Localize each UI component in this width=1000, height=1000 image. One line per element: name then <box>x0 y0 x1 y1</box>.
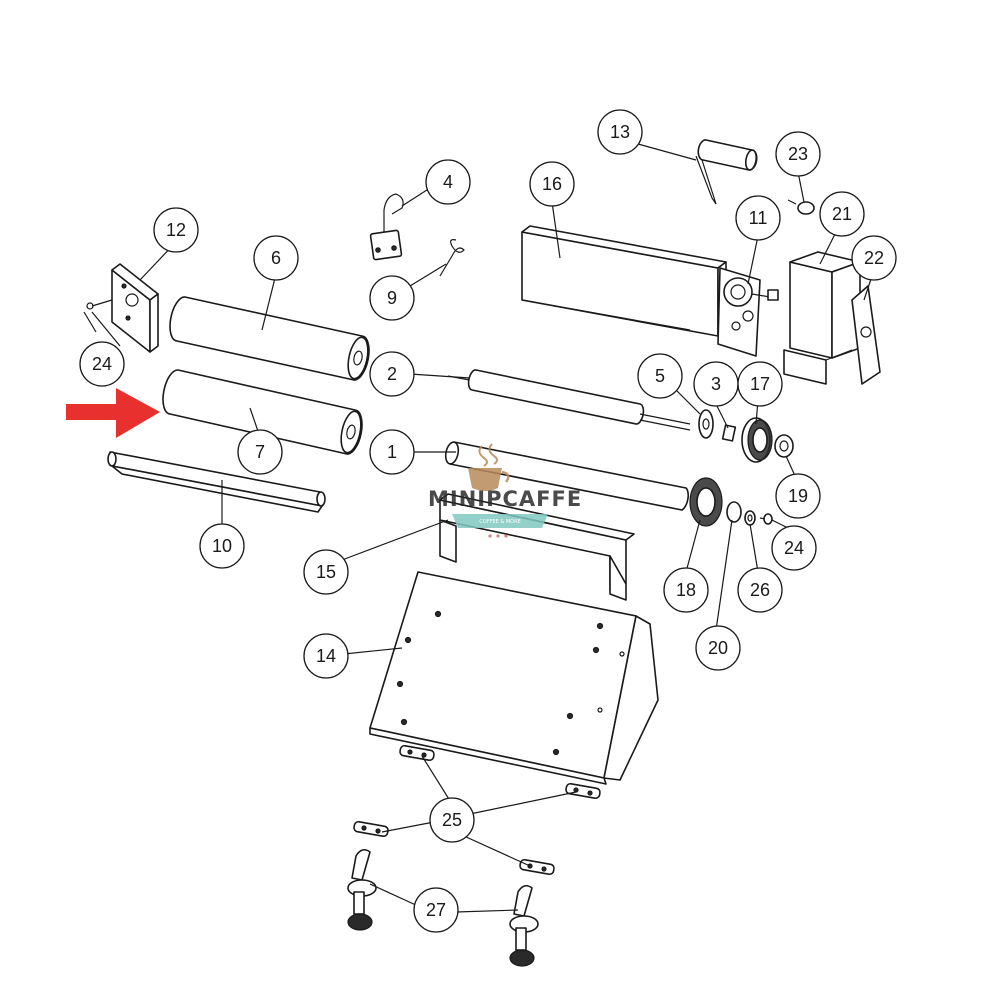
part-12-side-bracket <box>86 263 159 353</box>
svg-text:27: 27 <box>426 900 446 920</box>
callout-23: 23 <box>775 131 821 177</box>
part-2-shaft <box>447 369 691 431</box>
svg-text:13: 13 <box>610 122 630 142</box>
callout-9: 9 <box>369 275 415 321</box>
svg-text:21: 21 <box>832 204 852 224</box>
svg-text:24: 24 <box>92 354 112 374</box>
part-11-gear-bracket <box>717 267 779 357</box>
svg-text:20: 20 <box>708 638 728 658</box>
callout-19: 19 <box>775 473 821 519</box>
callout-6: 6 <box>253 235 299 281</box>
part-22-end-plate <box>851 285 881 385</box>
callout-10: 10 <box>199 523 245 569</box>
svg-text:4: 4 <box>443 172 453 192</box>
svg-text:19: 19 <box>788 486 808 506</box>
svg-text:10: 10 <box>212 536 232 556</box>
svg-text:17: 17 <box>750 374 770 394</box>
svg-text:11: 11 <box>749 208 768 228</box>
part-15-top-cover <box>521 225 727 337</box>
part-23-knob-screw <box>787 199 815 215</box>
part-18-gear <box>689 477 723 527</box>
part-3-key <box>721 424 737 442</box>
svg-text:7: 7 <box>255 442 265 462</box>
callout-7: 7 <box>237 429 283 475</box>
part-24-screw-right <box>759 513 773 525</box>
part-25-foot-plates <box>353 744 601 876</box>
watermark-brand: MINIPCAFFE <box>428 487 582 511</box>
part-13-lever <box>695 139 758 205</box>
watermark-tagline: COFFEE & MORE <box>479 519 520 525</box>
part-17-gear <box>741 417 773 463</box>
callout-27: 27 <box>413 887 459 933</box>
part-24-screw-left <box>83 311 97 333</box>
svg-text:9: 9 <box>387 288 397 308</box>
callout-14: 14 <box>303 633 349 679</box>
svg-text:1: 1 <box>387 442 397 462</box>
leader-lines <box>91 143 873 913</box>
callout-22: 22 <box>851 235 897 281</box>
callout-1: 1 <box>369 429 415 475</box>
part-27-adjustable-feet <box>347 848 539 967</box>
svg-text:16: 16 <box>542 174 562 194</box>
part-7-lower-roller <box>162 369 363 455</box>
callout-25: 25 <box>429 797 475 843</box>
svg-text:5: 5 <box>655 366 665 386</box>
callout-26: 26 <box>737 567 783 613</box>
callout-13: 13 <box>597 109 643 155</box>
callout-24-right: 24 <box>771 525 817 571</box>
callout-12: 12 <box>153 207 199 253</box>
callout-15: 16 <box>529 161 575 207</box>
highlight-arrow <box>66 388 160 438</box>
callouts: 12 6 24 7 10 4 9 2 1 16 13 23 11 21 22 5… <box>79 109 897 933</box>
part-9-spring <box>439 239 465 277</box>
callout-5: 5 <box>637 353 683 399</box>
minipcaffe-logo: MINIPCAFFE COFFEE & MORE <box>428 443 582 538</box>
part-14-base-plate <box>369 571 659 785</box>
callout-16: 15 <box>303 549 349 595</box>
callout-24-left: 24 <box>79 341 125 387</box>
svg-text:25: 25 <box>442 810 462 830</box>
svg-text:2: 2 <box>387 364 397 384</box>
callout-11: 11 <box>735 195 781 241</box>
callout-21: 21 <box>819 191 865 237</box>
callout-17: 17 <box>737 361 783 407</box>
svg-text:22: 22 <box>864 248 884 268</box>
svg-text:15: 15 <box>316 562 336 582</box>
part-10-scraper-bar <box>107 451 326 513</box>
svg-text:14: 14 <box>316 646 336 666</box>
svg-text:23: 23 <box>788 144 808 164</box>
callout-4: 4 <box>425 159 471 205</box>
part-21-side-housing <box>783 251 861 385</box>
svg-text:6: 6 <box>271 248 281 268</box>
callout-18: 18 <box>663 567 709 613</box>
callout-3: 3 <box>693 361 739 407</box>
part-1-lower-shaft <box>444 441 689 511</box>
svg-text:26: 26 <box>750 580 770 600</box>
part-20-spacer <box>726 501 742 523</box>
callout-20: 20 <box>695 625 741 671</box>
part-19-collar <box>774 434 794 458</box>
part-5-bushing <box>698 409 714 439</box>
part-4-micro-switch <box>369 193 404 261</box>
part-6-upper-roller <box>169 296 370 381</box>
svg-text:12: 12 <box>166 220 186 240</box>
part-26-washer <box>744 510 756 526</box>
svg-text:3: 3 <box>711 374 721 394</box>
svg-text:18: 18 <box>676 580 696 600</box>
svg-text:24: 24 <box>784 538 804 558</box>
callout-2: 2 <box>369 351 415 397</box>
